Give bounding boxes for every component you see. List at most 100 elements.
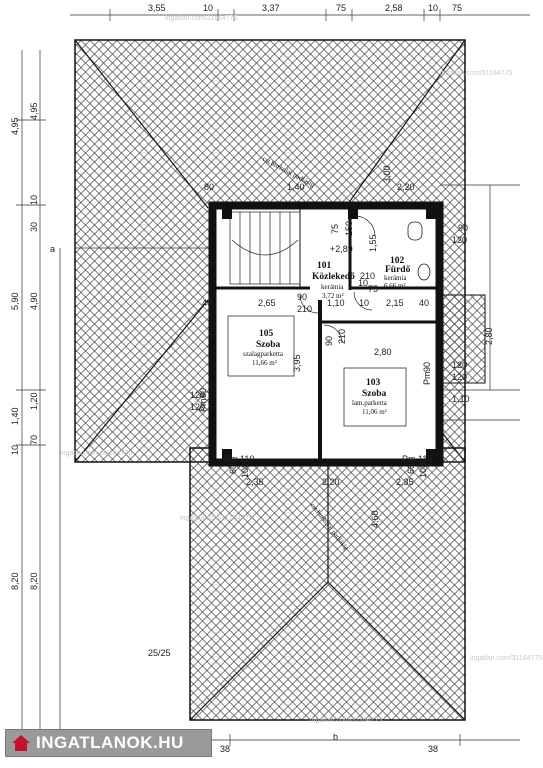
watermark: ingatlan.com/31164775 [165,15,237,22]
dimension-lines [16,9,530,746]
room-name: Szoba [362,389,387,399]
left-dim: 4,90 [29,292,39,310]
watermark: ingatlan.com/31164775 [180,515,252,522]
room-name: Közlekedő [312,272,355,282]
inner-dim: 10 [359,298,369,308]
room-finish: szalagparketta [243,350,284,358]
section-mark-b: b [333,732,338,742]
inner-dim: Pm [198,399,208,413]
room-area: 11,06 m² [362,408,387,416]
room-number: 105 [259,329,274,339]
left-dim: 4,95 [29,102,39,120]
left-dim: 8,20 [10,572,20,590]
watermark: ingatlan.com/31164775 [470,655,542,662]
inner-dim: 2,20 [397,182,415,192]
inner-dim: 90 [324,336,334,346]
inner-dim: 210 [337,329,347,344]
bottom-dimension-texts: 38 38 b [220,732,438,754]
room-finish: kerámia [384,274,407,282]
level-mark: +2,89 [330,244,353,254]
inner-dim: 150 [344,221,354,236]
room-101: 101 Közlekedő kerámia 3,72 m² [312,261,355,300]
slope-mark: 25/25 [148,648,171,658]
top-dim: 3,37 [262,3,280,13]
room-103: 103 Szoba lam.parketta 11,06 m² [352,378,388,416]
lower-roof [189,447,466,721]
room-number: 101 [317,261,332,271]
inner-dim: 120 [452,235,467,245]
left-dim: 70 [29,435,39,445]
inner-dim: 2,35 [246,477,264,487]
left-dimension-texts: 4,95 4,95 30 10 5,90 4,90 1,40 1,20 10 7… [10,102,171,658]
room-102: 102 Fürdő kerámia 6,66 m² [384,256,411,290]
inner-dim: 1,40 [287,182,305,192]
section-mark-a: a [50,244,55,254]
inner-dim: 2,80 [374,347,392,357]
left-dim: 1,20 [29,392,39,410]
top-dim: 3,55 [148,3,166,13]
attic-floor [208,201,444,467]
watermarks: ingatlan.com/31164775 ingatlan.com/31164… [60,15,542,724]
room-name: Szoba [256,340,281,350]
inner-dim: 210 [297,304,312,314]
bed-outline-105 [227,315,295,377]
top-dim: 75 [452,3,462,13]
inner-dim: 120 [190,390,205,400]
room-number: 102 [390,256,405,266]
inner-dim: 3,95 [292,354,302,372]
bottom-dim: 38 [220,744,230,754]
inner-dim: 90 [458,223,468,233]
top-dim: 2,58 [385,3,403,13]
inner-dim: 10 [358,278,368,288]
top-dim: 75 [336,3,346,13]
interior-walls [216,209,436,459]
watermark: ingatlan.com/31164775 [60,450,132,457]
inner-dim: 80 [204,182,214,192]
room-number: 103 [366,378,381,388]
inner-dim: 3,00 [382,165,392,183]
inner-dim: 75 [330,224,340,234]
inner-dim: 90 [422,362,432,372]
inner-dim: 1,10 [452,394,470,404]
inner-dim: 40 [419,298,429,308]
left-dim: 5,90 [10,292,20,310]
room-105: 105 Szoba szalagparketta 11,66 m² [243,329,284,367]
inner-dim: 100 [418,463,428,478]
left-dim: 4,95 [10,117,20,135]
inner-dim: 90 [297,292,307,302]
inner-dim: 2,65 [258,298,276,308]
inner-dim: 1,55 [368,234,378,252]
house-icon [12,735,30,751]
inner-dim: 60 [406,464,416,474]
inner-dim: Pm 110 [224,454,254,464]
inner-dim: 2,80 [484,327,494,345]
inner-dim: 1,10 [327,298,345,308]
top-dim: 10 [203,3,213,13]
left-dim: 30 [29,222,39,232]
inner-dim: 100 [240,463,250,478]
inner-dim: 2,20 [322,477,340,487]
brand-text: INGATLANOK.HU [36,733,184,752]
left-dim: 10 [29,195,39,205]
watermark: ingatlan.com/31164775 [440,70,512,77]
top-dim: 10 [428,3,438,13]
inner-dim: 120 [452,372,467,382]
room-area: 3,72 m² [322,292,344,300]
bed-outline-103 [343,367,407,427]
staircase [229,211,301,285]
inner-dim: 120 [452,360,467,370]
inner-dimension-texts: 80 1,40 2,20 3,00 90 120 +2,89 75 150 1,… [190,165,494,528]
room-finish: lam.parketta [352,399,388,407]
windows [222,209,436,459]
inner-dim: Pm 110 [402,454,432,464]
side-roof-right [439,294,486,384]
watermark: ingatlan.com/31164775 [310,717,382,724]
inner-dim: 2,15 [386,298,404,308]
inner-dim: 210 [360,271,375,281]
inner-dim: 120 [190,402,205,412]
bottom-dim: 38 [428,744,438,754]
inner-dim: 60 [228,464,238,474]
left-dim: 1,40 [10,407,20,425]
bathroom-fixtures [407,221,431,281]
